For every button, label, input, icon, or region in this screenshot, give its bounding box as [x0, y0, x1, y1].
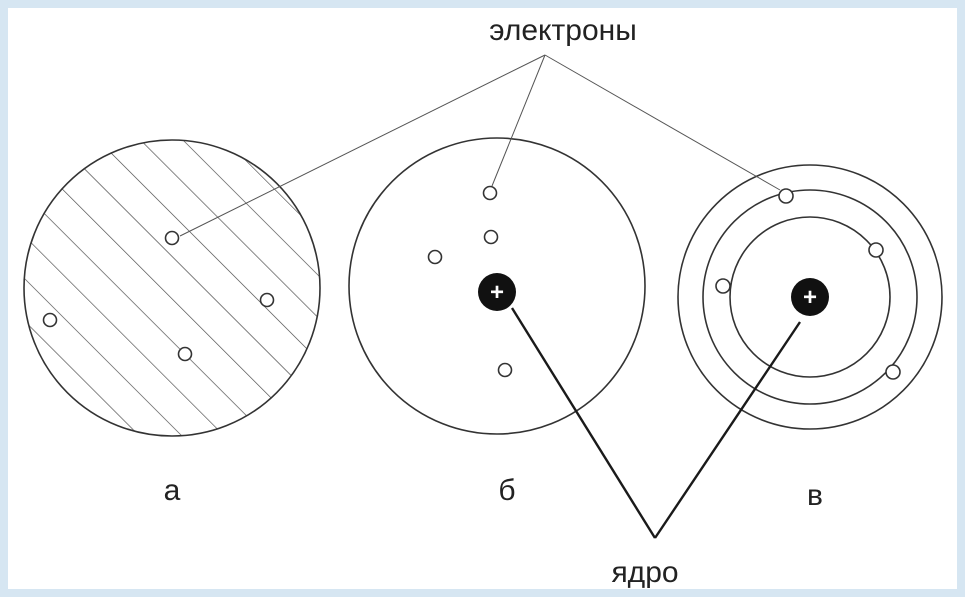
- model-a-electron: [179, 348, 192, 361]
- model-b-electron: [499, 364, 512, 377]
- electrons-label: электроны: [489, 14, 637, 47]
- model-a-sphere: [24, 140, 320, 436]
- electron-pointer-line: [492, 55, 545, 186]
- nucleus-pointer-line: [655, 322, 800, 538]
- model-c-electron: [869, 243, 883, 257]
- model-c-label: в: [807, 479, 823, 512]
- model-a-electron: [44, 314, 57, 327]
- model-c-electron: [779, 189, 793, 203]
- model-b-nucleus-sign: +: [490, 279, 504, 306]
- model-a-electron: [261, 294, 274, 307]
- model-c-nucleus-sign: +: [803, 284, 817, 311]
- electron-pointer-line: [180, 55, 545, 236]
- model-a: [24, 140, 320, 436]
- model-c: +: [678, 165, 942, 429]
- model-b-electron: [484, 187, 497, 200]
- model-b-electron: [429, 251, 442, 264]
- model-a-label: а: [164, 474, 181, 507]
- model-a-electron: [166, 232, 179, 245]
- model-c-electron: [716, 279, 730, 293]
- nucleus-pointers: [512, 308, 800, 538]
- nucleus-label: ядро: [611, 556, 678, 589]
- electron-pointer-line: [545, 55, 780, 190]
- model-c-electron: [886, 365, 900, 379]
- model-b-electron: [485, 231, 498, 244]
- model-b: +: [349, 138, 645, 434]
- model-b-label: б: [498, 474, 515, 507]
